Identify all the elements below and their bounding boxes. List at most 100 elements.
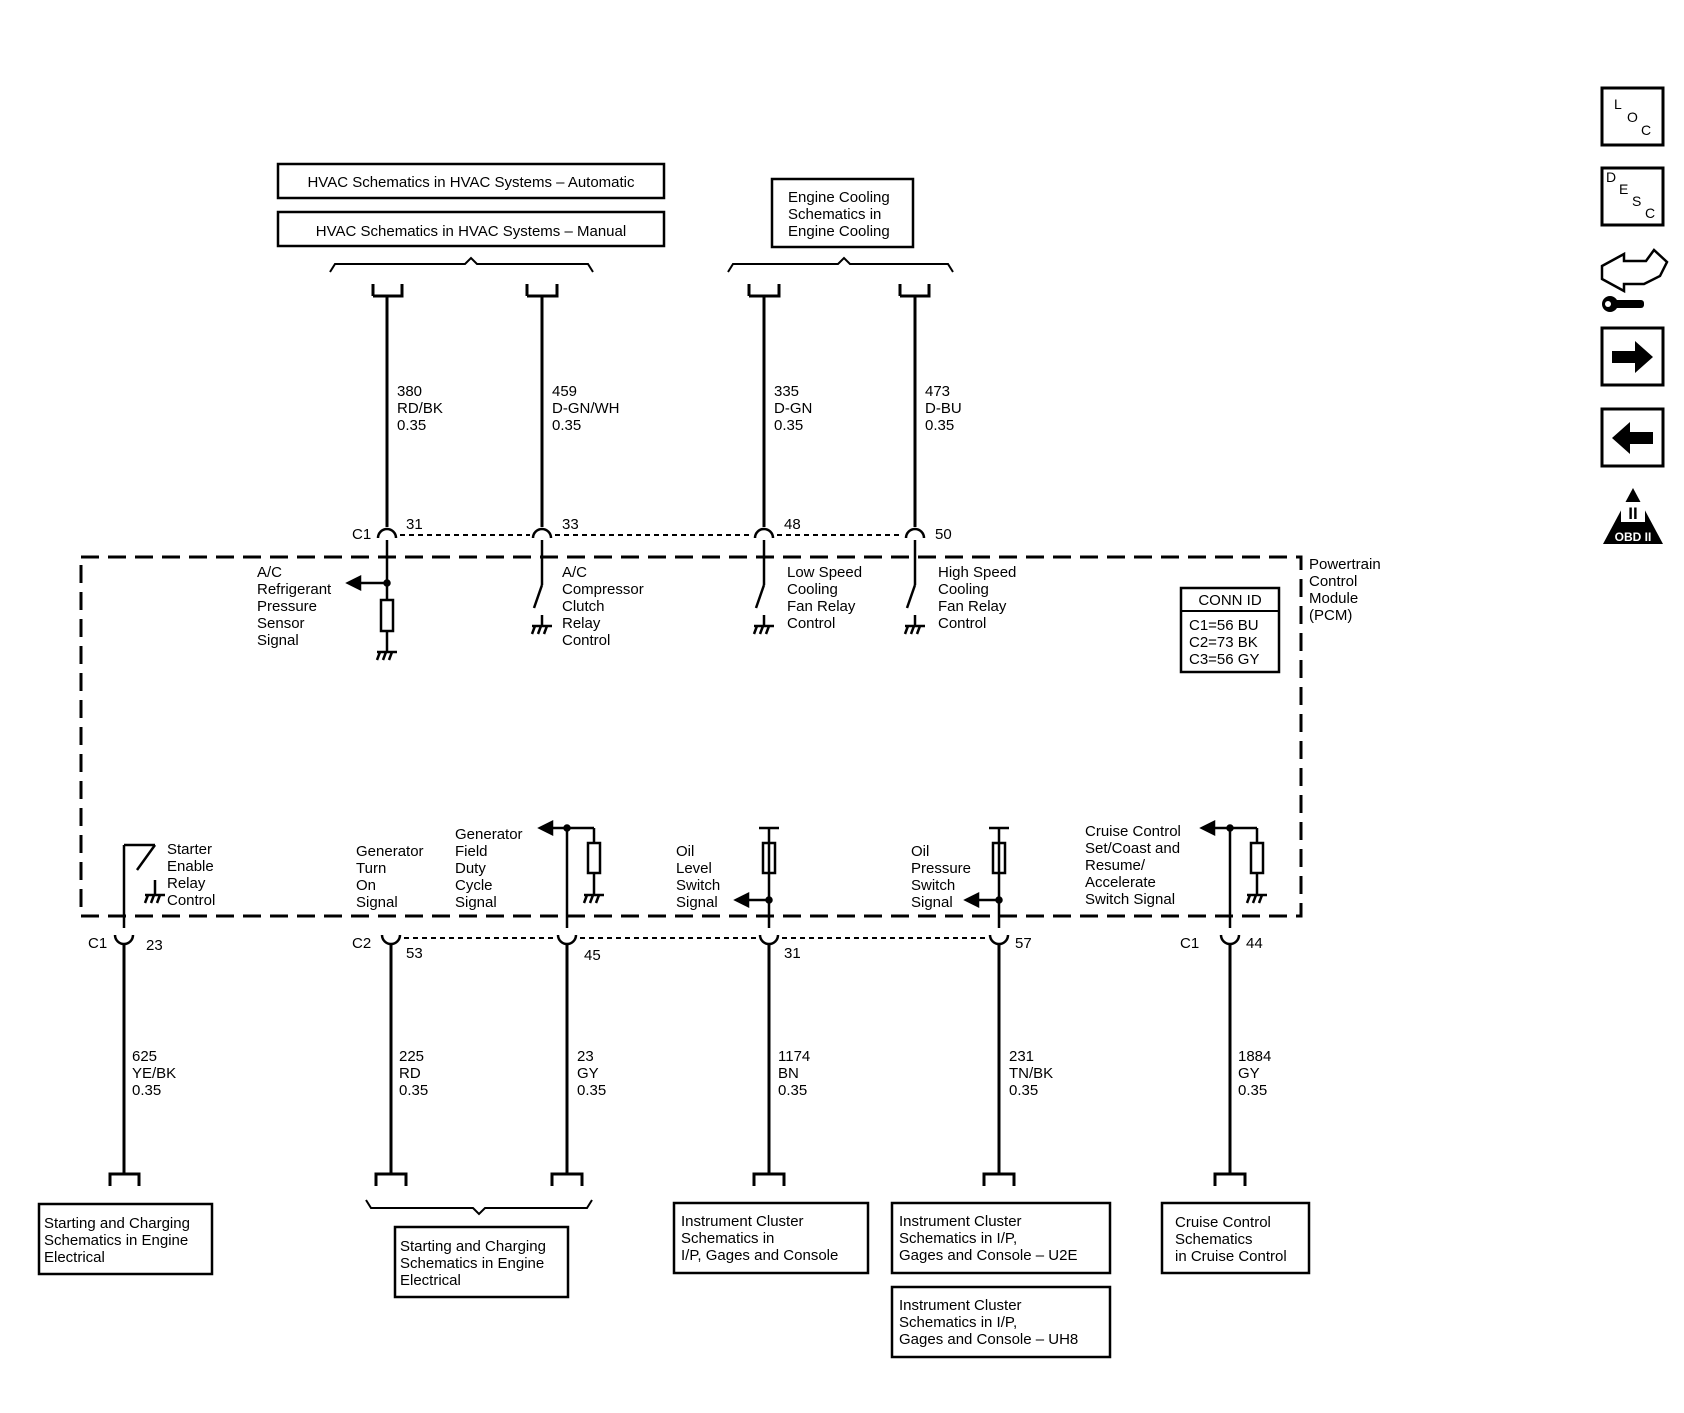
bottom-c1-right-label: C1 — [1180, 935, 1199, 952]
svg-text:Signal: Signal — [356, 894, 398, 911]
wire-459-label: 459 D-GN/WH 0.35 — [552, 383, 620, 434]
desc-letter-d: D — [1606, 169, 1616, 185]
svg-text:23: 23 — [577, 1048, 594, 1065]
instrument-cluster-uh8-ref[interactable]: Instrument Cluster Schematics in I/P, Ga… — [890, 1285, 1112, 1359]
bottom-wires — [108, 944, 1247, 1186]
bottom-connector-pins — [113, 934, 1241, 946]
svg-text:Schematics: Schematics — [1175, 1231, 1253, 1248]
svg-text:Oil: Oil — [676, 843, 694, 860]
svg-text:Instrument Cluster: Instrument Cluster — [681, 1213, 804, 1230]
svg-text:Control: Control — [787, 615, 835, 632]
conn-id-c3: C3=56 GY — [1189, 651, 1259, 668]
starter-enable-label: Starter Enable Relay Control — [167, 841, 215, 909]
svg-text:Generator: Generator — [356, 843, 424, 860]
svg-text:Duty: Duty — [455, 860, 486, 877]
svg-text:625: 625 — [132, 1048, 157, 1065]
svg-text:Control: Control — [938, 615, 986, 632]
svg-text:A/C: A/C — [257, 564, 282, 581]
svg-text:Cruise Control: Cruise Control — [1175, 1214, 1271, 1231]
wire-335-label: 335 D-GN 0.35 — [774, 383, 812, 434]
switch-starter-enable — [122, 843, 165, 928]
pcm-module-boundary — [79, 555, 1303, 918]
svg-text:Relay: Relay — [562, 615, 601, 632]
wire-473-label: 473 D-BU 0.35 — [925, 383, 962, 434]
wire-1884-label: 1884 GY 0.35 — [1238, 1048, 1271, 1099]
wire-335-gauge: 0.35 — [774, 417, 803, 434]
ac-pressure-sensor-circuit — [345, 540, 397, 661]
switch-ac-clutch — [530, 540, 552, 635]
svg-text:0.35: 0.35 — [577, 1082, 606, 1099]
hvac-manual-ref[interactable]: HVAC Schematics in HVAC Systems – Manual — [276, 210, 666, 248]
svg-text:1884: 1884 — [1238, 1048, 1271, 1065]
svg-text:GY: GY — [577, 1065, 599, 1082]
wire-335-circuit: 335 — [774, 383, 799, 400]
switch-low-speed-fan — [752, 540, 774, 635]
instrument-cluster-u2e-ref[interactable]: Instrument Cluster Schematics in I/P, Ga… — [890, 1201, 1112, 1275]
starting-charging-ref-2[interactable]: Starting and Charging Schematics in Engi… — [393, 1225, 570, 1299]
pin-50-top: 50 — [935, 526, 952, 543]
top-connector-pins — [376, 527, 926, 539]
pin-31-bottom: 31 — [784, 945, 801, 962]
svg-text:1174: 1174 — [778, 1048, 810, 1065]
svg-text:Cycle: Cycle — [455, 877, 493, 894]
svg-text:Turn: Turn — [356, 860, 386, 877]
svg-text:Switch: Switch — [911, 877, 955, 894]
oil-pressure-circuit — [963, 826, 1009, 928]
back-arrow-button[interactable] — [1600, 407, 1665, 468]
desc-button[interactable]: D E S C — [1600, 166, 1665, 227]
top-wires — [371, 284, 931, 527]
svg-text:Gages and Console – UH8: Gages and Console – UH8 — [899, 1331, 1078, 1348]
top-c1-label: C1 — [352, 526, 371, 543]
svg-text:Control: Control — [562, 632, 610, 649]
bottom-brace-generator — [365, 1199, 593, 1216]
top-brace-cooling — [727, 256, 954, 273]
svg-text:231: 231 — [1009, 1048, 1034, 1065]
pin-33-top: 33 — [562, 516, 579, 533]
svg-text:Clutch: Clutch — [562, 598, 605, 615]
hvac-auto-ref[interactable]: HVAC Schematics in HVAC Systems – Automa… — [276, 162, 666, 200]
generator-field-label: Generator Field Duty Cycle Signal — [455, 826, 523, 911]
svg-text:TN/BK: TN/BK — [1009, 1065, 1053, 1082]
cruise-control-ref[interactable]: Cruise Control Schematics in Cruise Cont… — [1160, 1201, 1311, 1275]
obd-numeral: II — [1628, 504, 1637, 523]
svg-text:0.35: 0.35 — [1009, 1082, 1038, 1099]
conn-id-c2: C2=73 BK — [1189, 634, 1258, 651]
wire-625-label: 625 YE/BK 0.35 — [132, 1048, 176, 1099]
hvac-manual-text: HVAC Schematics in HVAC Systems – Manual — [316, 223, 626, 240]
svg-text:Field: Field — [455, 843, 488, 860]
svg-text:Resume/: Resume/ — [1085, 857, 1146, 874]
engine-cooling-ref[interactable]: Engine Cooling Schematics in Engine Cool… — [770, 177, 915, 249]
svg-text:Level: Level — [676, 860, 712, 877]
svg-text:Set/Coast and: Set/Coast and — [1085, 840, 1180, 857]
bottom-c1-left-label: C1 — [88, 935, 107, 952]
instrument-cluster-ref[interactable]: Instrument Cluster Schematics in I/P, Ga… — [672, 1201, 870, 1275]
oil-level-circuit — [733, 826, 779, 928]
switch-high-speed-fan — [903, 540, 925, 635]
desc-letter-e: E — [1619, 181, 1628, 197]
svg-text:Schematics in I/P,: Schematics in I/P, — [899, 1314, 1017, 1331]
obd-ii-icon[interactable]: II OBD II — [1603, 488, 1663, 544]
wire-473-circuit: 473 — [925, 383, 950, 400]
pin-23-bottom: 23 — [146, 937, 163, 954]
loc-button[interactable]: L O C — [1600, 86, 1665, 147]
wire-23-label: 23 GY 0.35 — [577, 1048, 606, 1099]
svg-text:Low Speed: Low Speed — [787, 564, 862, 581]
forward-arrow-button[interactable] — [1600, 326, 1665, 387]
connector-wrench-icon[interactable] — [1600, 248, 1669, 312]
pin-48-top: 48 — [784, 516, 801, 533]
pin-31-top: 31 — [406, 516, 423, 533]
svg-text:Starting and Charging: Starting and Charging — [400, 1238, 546, 1255]
svg-text:Pressure: Pressure — [911, 860, 971, 877]
svg-text:(PCM): (PCM) — [1309, 607, 1352, 624]
high-speed-fan-label: High Speed Cooling Fan Relay Control — [938, 564, 1016, 632]
svg-text:RD: RD — [399, 1065, 421, 1082]
svg-text:Signal: Signal — [911, 894, 953, 911]
svg-text:Enable: Enable — [167, 858, 214, 875]
starting-charging-ref-1[interactable]: Starting and Charging Schematics in Engi… — [37, 1202, 214, 1276]
svg-text:Electrical: Electrical — [400, 1272, 461, 1289]
wire-380-color: RD/BK — [397, 400, 443, 417]
oil-level-label: Oil Level Switch Signal — [676, 843, 720, 911]
svg-text:Refrigerant: Refrigerant — [257, 581, 332, 598]
loc-letter-l: L — [1614, 96, 1622, 112]
wire-380-circuit: 380 — [397, 383, 422, 400]
